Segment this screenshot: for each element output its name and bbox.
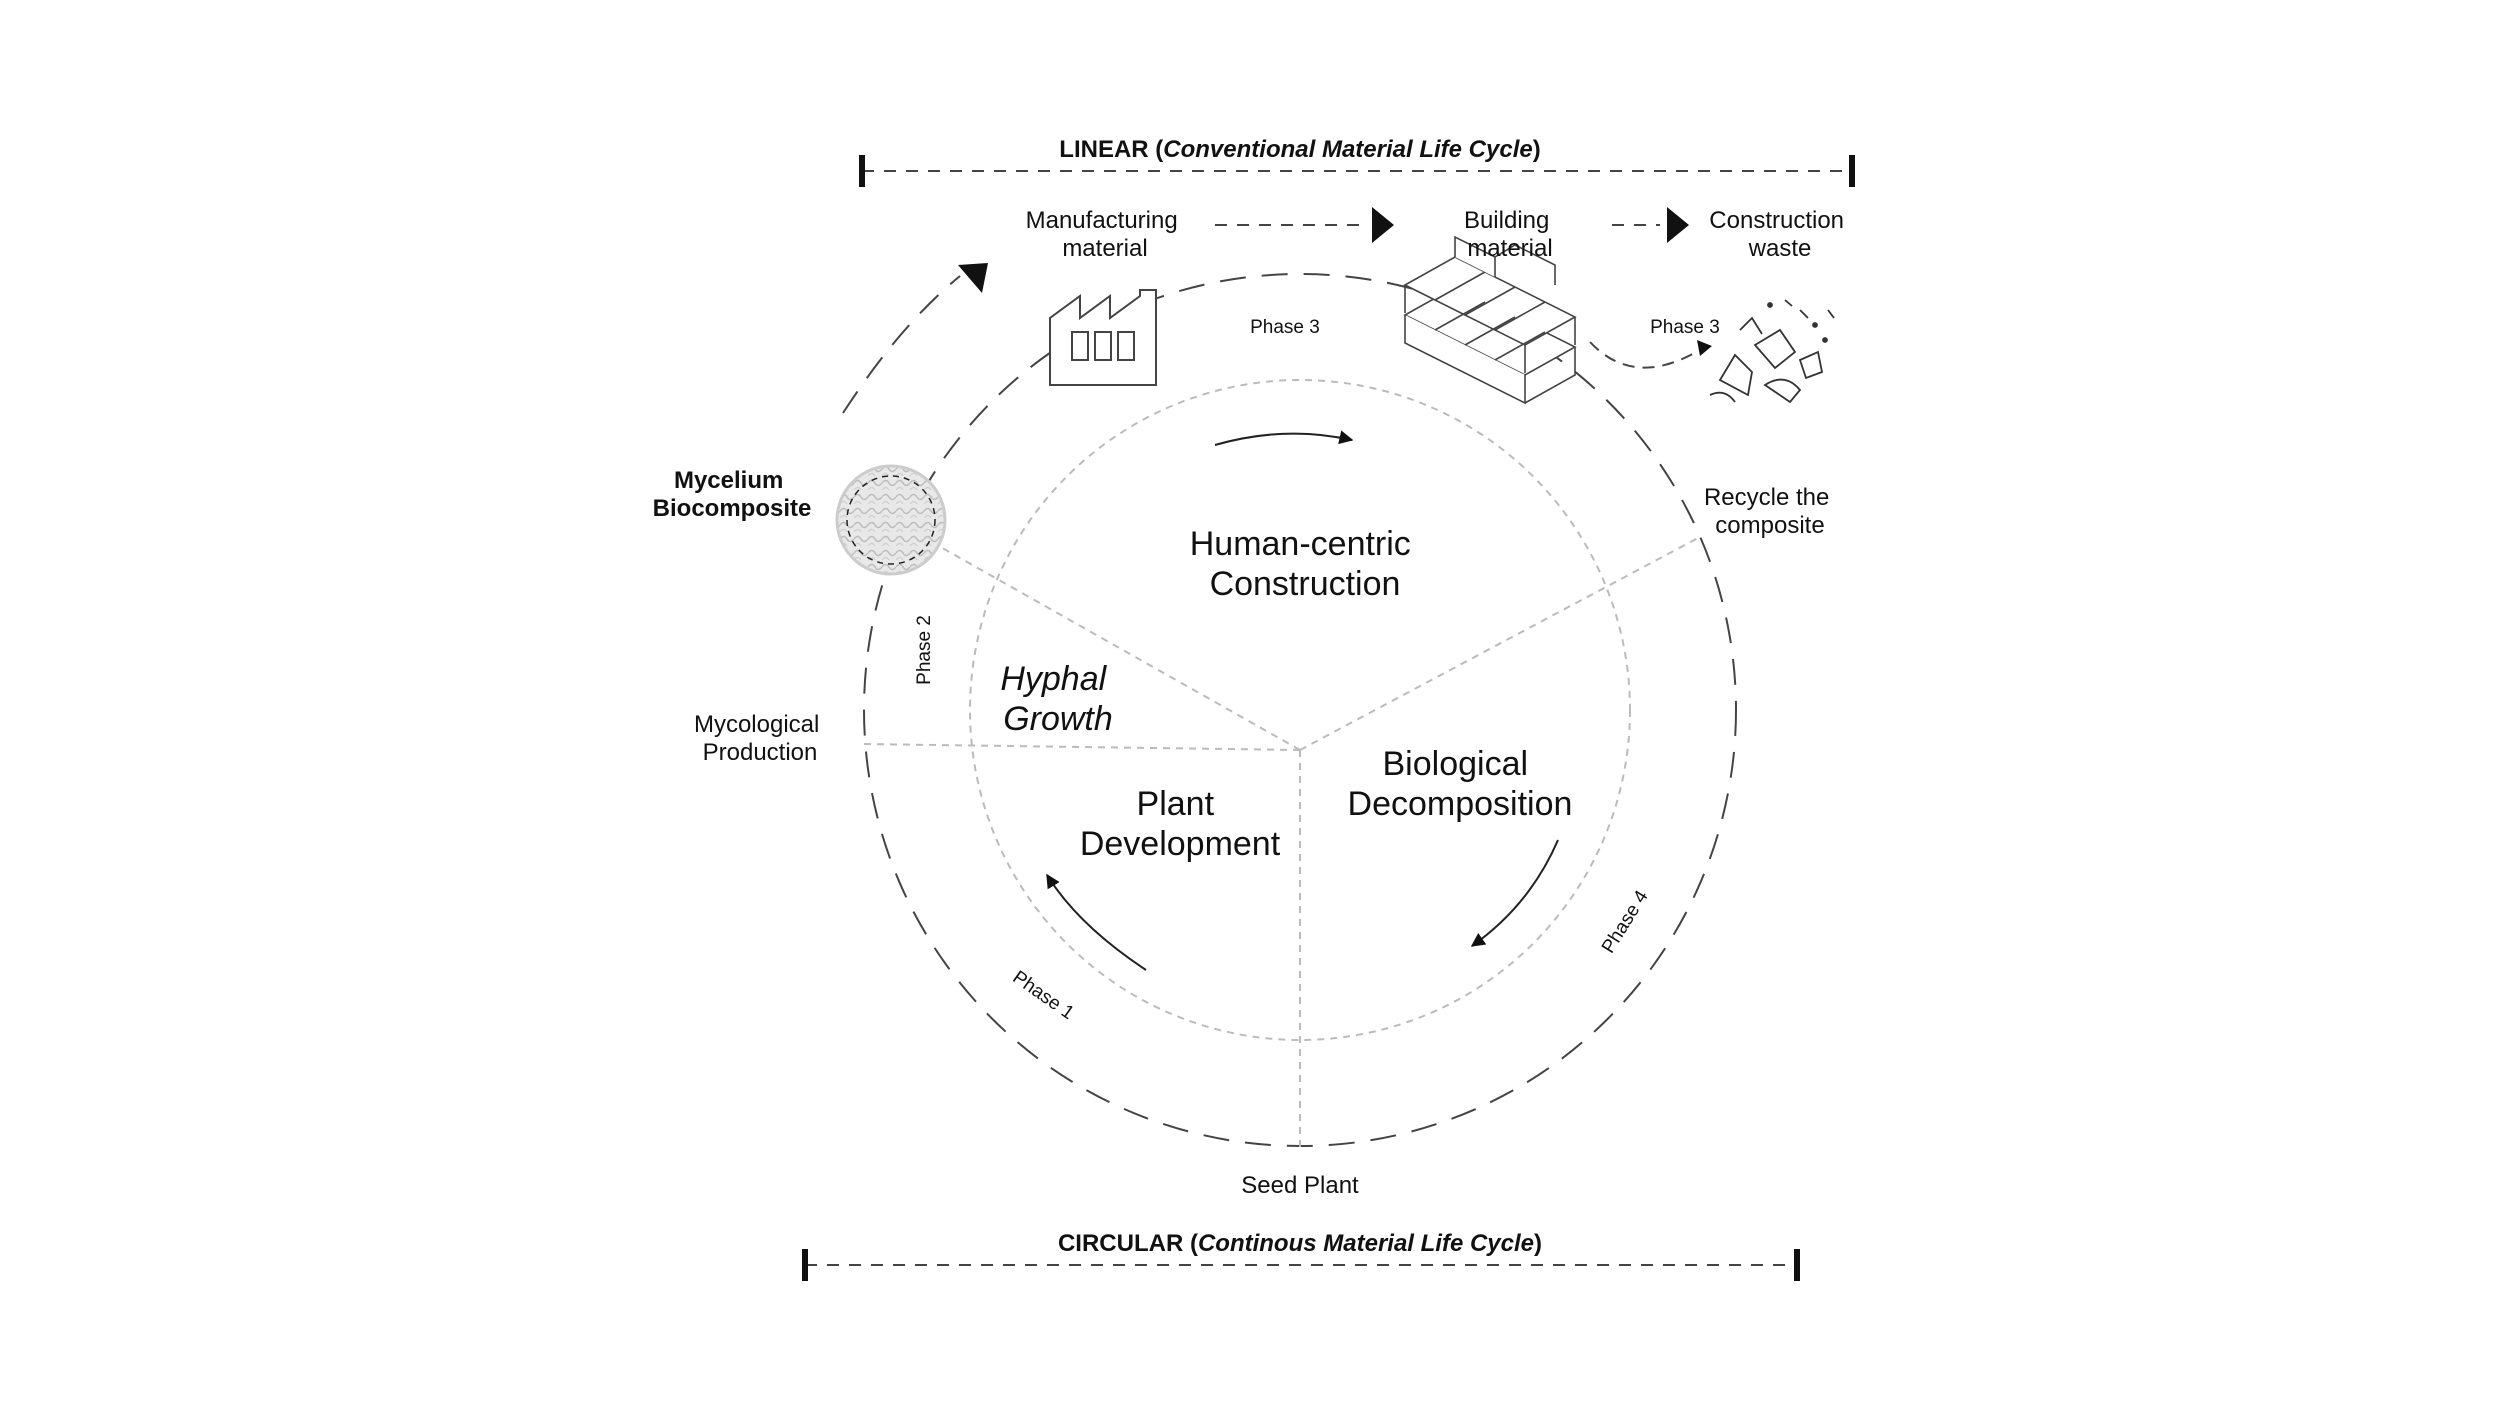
bricks-to-waste-arrowhead	[1697, 340, 1712, 356]
seed-plant-label: Seed Plant	[1241, 1172, 1359, 1199]
circular-title: CIRCULAR (Continous Material Life Cycle)	[1058, 1230, 1542, 1257]
sector-dividers	[861, 537, 1699, 1148]
human-sector-arrow	[1214, 430, 1354, 446]
linear-bar: LINEAR (Conventional Material Life Cycle…	[859, 136, 1855, 187]
biological-decomposition-sector-label: Biological Decomposition	[1348, 745, 1573, 823]
waste-label: Construction waste	[1709, 207, 1850, 262]
flow-arrow-1-head	[1372, 207, 1394, 243]
phase3-top-label: Phase 3	[1250, 317, 1320, 338]
inner-sector-ring	[969, 379, 1631, 1041]
phase2-label: Phase 2	[914, 615, 935, 685]
plant-sector-arrow	[1046, 873, 1147, 971]
building-label: Building material	[1464, 207, 1556, 262]
phase1-label: Phase 1	[1009, 967, 1078, 1024]
bricks-icon	[1403, 235, 1577, 405]
hyphal-growth-sector-label: Hyphal Growth	[1000, 660, 1115, 738]
phase3-right-label: Phase 3	[1650, 317, 1720, 338]
plant-development-sector-label: Plant Development	[1080, 785, 1281, 863]
flow-arrow-2-head	[1667, 207, 1689, 243]
bricks-to-waste-curve	[1589, 341, 1704, 369]
factory-icon	[1049, 289, 1157, 386]
linear-title: LINEAR (Conventional Material Life Cycle…	[1059, 136, 1540, 163]
human-centric-sector-label: Human-centric Construction	[1190, 525, 1421, 603]
rubble-icon	[1709, 299, 1835, 404]
decomposition-sector-arrow	[1470, 839, 1559, 947]
recycle-label: Recycle the composite	[1704, 484, 1836, 539]
mycological-label: Mycological Production	[694, 711, 826, 766]
manufacturing-label: Manufacturing material	[1026, 207, 1185, 262]
circular-bar: CIRCULAR (Continous Material Life Cycle)	[802, 1230, 1800, 1281]
mycelium-disc-icon	[835, 464, 947, 576]
phase4-label: Phase 4	[1598, 887, 1653, 958]
mycelium-label: Mycelium Biocomposite	[653, 467, 812, 522]
left-return-arrowhead	[958, 263, 988, 293]
left-return-arc	[842, 275, 961, 414]
